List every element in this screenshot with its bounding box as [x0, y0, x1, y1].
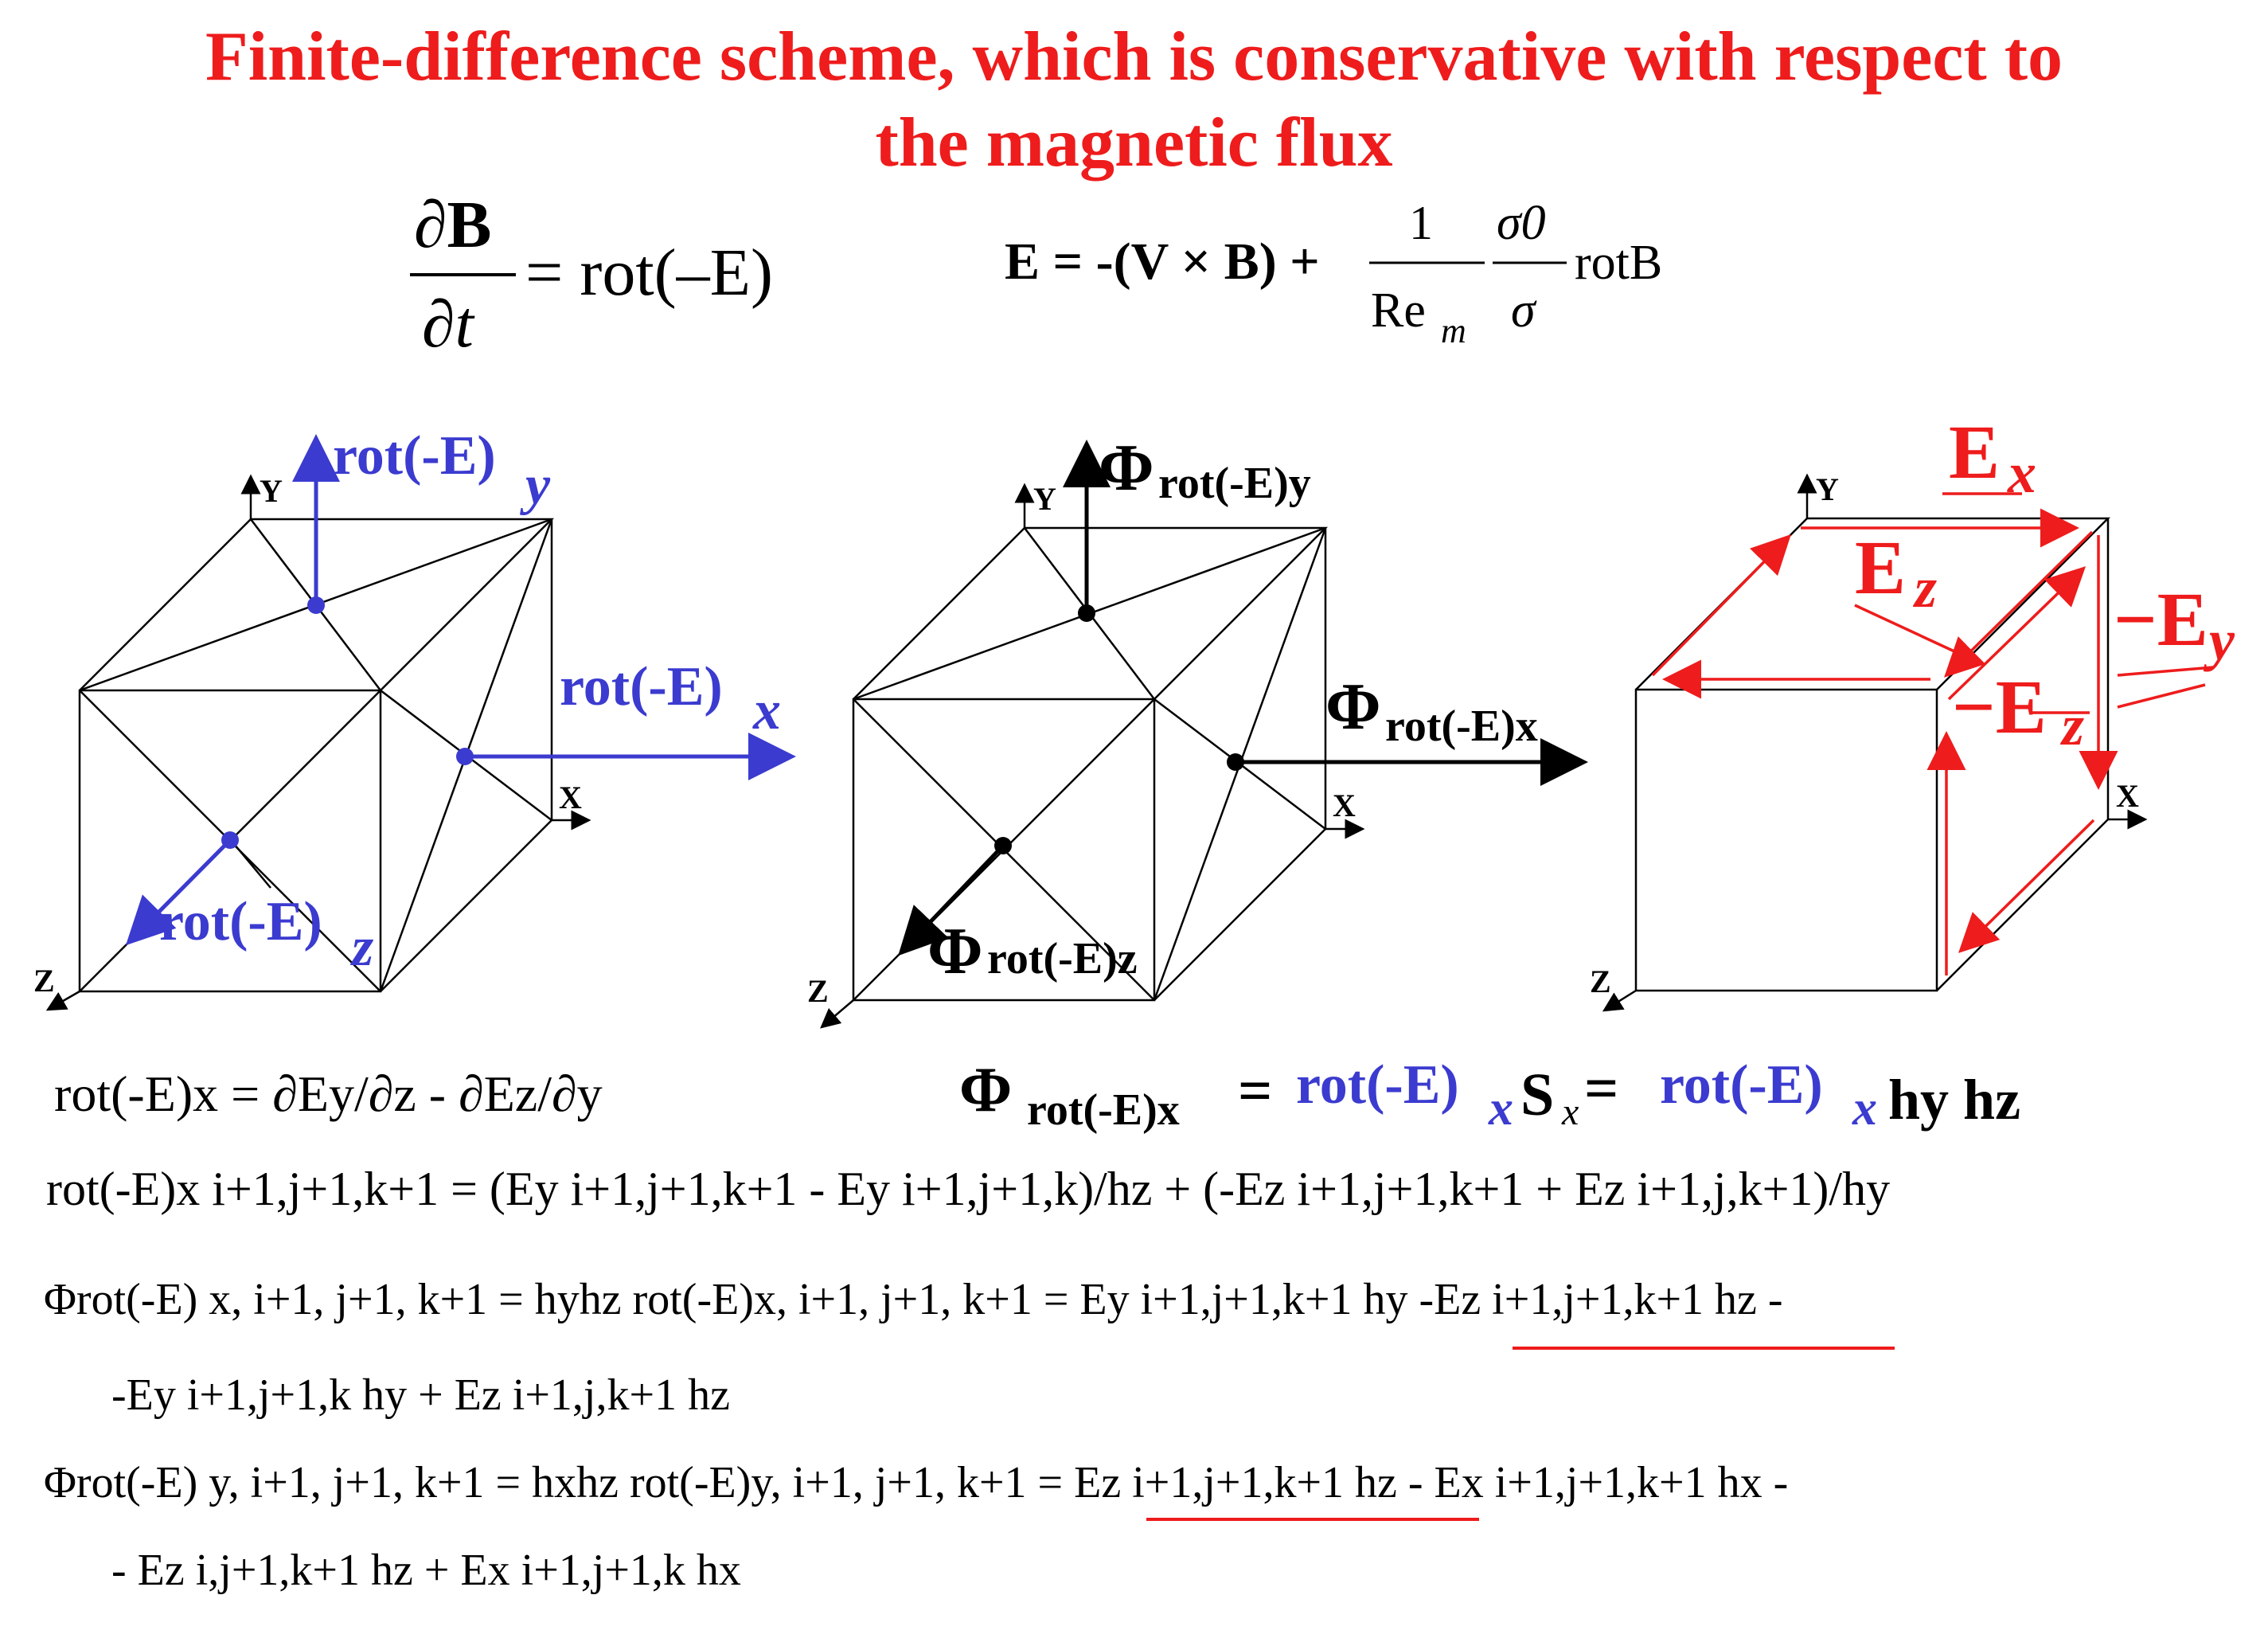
cube2-phi-y-sub: rot(-E)y: [1158, 459, 1311, 508]
formula-phi-x-discrete-1: Φrot(-E) x, i+1, j+1, k+1 = hyhz rot(-E)…: [44, 1275, 1783, 1324]
cube3-axis-y: Y: [1816, 471, 1839, 507]
cube2-phi-z: Φ: [927, 914, 983, 988]
cube1-rot-y-sub: y: [520, 455, 551, 516]
cube3-ez: E: [1855, 525, 1906, 610]
cube3-ex-sub: x: [2007, 441, 2036, 505]
formula-phi-y-discrete-2: - Ez i,j+1,k+1 hz + Ex i+1,j+1,k hx: [111, 1546, 741, 1595]
cube2-axis-z: Z: [807, 973, 829, 1009]
eq1-rhs: = rot(–E): [525, 236, 773, 310]
cube3-minus-ey: −E: [2114, 577, 2208, 662]
cube3-minus-ez-sub: z: [2059, 694, 2084, 757]
cube2-phi-y: Φ: [1099, 431, 1154, 505]
equation-E: E = -(V × B) + 1 Re m σ0 σ rotB: [1005, 196, 1662, 350]
f2-rot2-sub: x: [1852, 1081, 1877, 1136]
eq2-one: 1: [1409, 197, 1433, 249]
f2-s: S: [1520, 1061, 1554, 1128]
eq2-sigma0: σ0: [1497, 196, 1546, 250]
equation-dB-dt: ∂B ∂t = rot(–E): [410, 188, 773, 362]
cube3-ex: E: [1949, 409, 2000, 495]
formula-phi-x-discrete-2: -Ey i+1,j+1,k hy + Ez i+1,j,k+1 hz: [111, 1370, 730, 1420]
eq2-re: Re: [1371, 283, 1426, 338]
f2-h: hy hz: [1888, 1068, 2020, 1132]
eq2-rot: rotB: [1575, 236, 1662, 290]
eq2-lhs: E = -(V × B) +: [1005, 233, 1320, 291]
cube-1-vectors: [125, 434, 796, 946]
formulas: rot(-E)x = ∂Ey/∂z - ∂Ez/∂y Φ rot(-E)x = …: [44, 1054, 2020, 1595]
cube2-phi-x: Φ: [1325, 670, 1381, 744]
cube-3-red-circuits: [1651, 492, 2214, 975]
cube1-rot-z-sub: z: [350, 917, 373, 978]
cube1-rot-z-label: rot(-E): [159, 891, 322, 952]
f2-eq: =: [1238, 1057, 1272, 1124]
f2-eq2: =: [1584, 1055, 1618, 1122]
cube1-rot-x-sub: x: [752, 680, 781, 741]
formula-phi-y-discrete-1: Φrot(-E) y, i+1, j+1, k+1 = hxhz rot(-E)…: [44, 1458, 1788, 1507]
cube2-axis-x: X: [1333, 788, 1356, 823]
eq1-numerator: ∂B: [414, 188, 492, 262]
eq1-denominator: ∂t: [422, 287, 476, 362]
cube3-axis-z: Z: [1590, 964, 1611, 999]
formula-phi-x: Φ rot(-E)x = rot(-E) x S x = rot(-E) x h…: [959, 1054, 2020, 1136]
cube3-ez-sub: z: [1912, 556, 1937, 620]
f2-phi: Φ: [959, 1055, 1012, 1125]
cube1-rot-y-label: rot(-E): [333, 425, 496, 487]
cube2-axis-y: Y: [1033, 481, 1056, 517]
cube2-phi-x-sub: rot(-E)x: [1385, 702, 1538, 751]
cube1-axis-x: X: [559, 780, 582, 815]
eq2-sigma: σ: [1511, 283, 1537, 338]
formula-rot-x-def: rot(-E)x = ∂Ey/∂z - ∂Ez/∂y: [54, 1065, 603, 1122]
cube1-axis-y: Y: [260, 473, 283, 509]
cube2-phi-z-sub: rot(-E)z: [987, 934, 1138, 983]
cube1-rot-x-label: rot(-E): [560, 656, 723, 717]
title-line-2: the magnetic flux: [875, 104, 1393, 182]
formula-rot-x-discrete: rot(-E)x i+1,j+1,k+1 = (Ey i+1,j+1,k+1 -…: [46, 1163, 1890, 1215]
cube-2-vectors: [898, 440, 1588, 956]
f2-s-sub: x: [1561, 1091, 1579, 1133]
cube3-minus-ez: −E: [1952, 664, 2047, 749]
title-line-1: Finite-difference scheme, which is conse…: [205, 18, 2063, 96]
f2-rot2: rot(-E): [1660, 1054, 1823, 1116]
f2-phi-sub: rot(-E)x: [1027, 1085, 1180, 1135]
cube1-axis-z: Z: [33, 963, 55, 999]
f2-rot: rot(-E): [1296, 1054, 1459, 1116]
f2-rot-sub: x: [1488, 1081, 1513, 1136]
eq2-m: m: [1441, 311, 1466, 350]
cube3-axis-x: X: [2116, 778, 2139, 814]
